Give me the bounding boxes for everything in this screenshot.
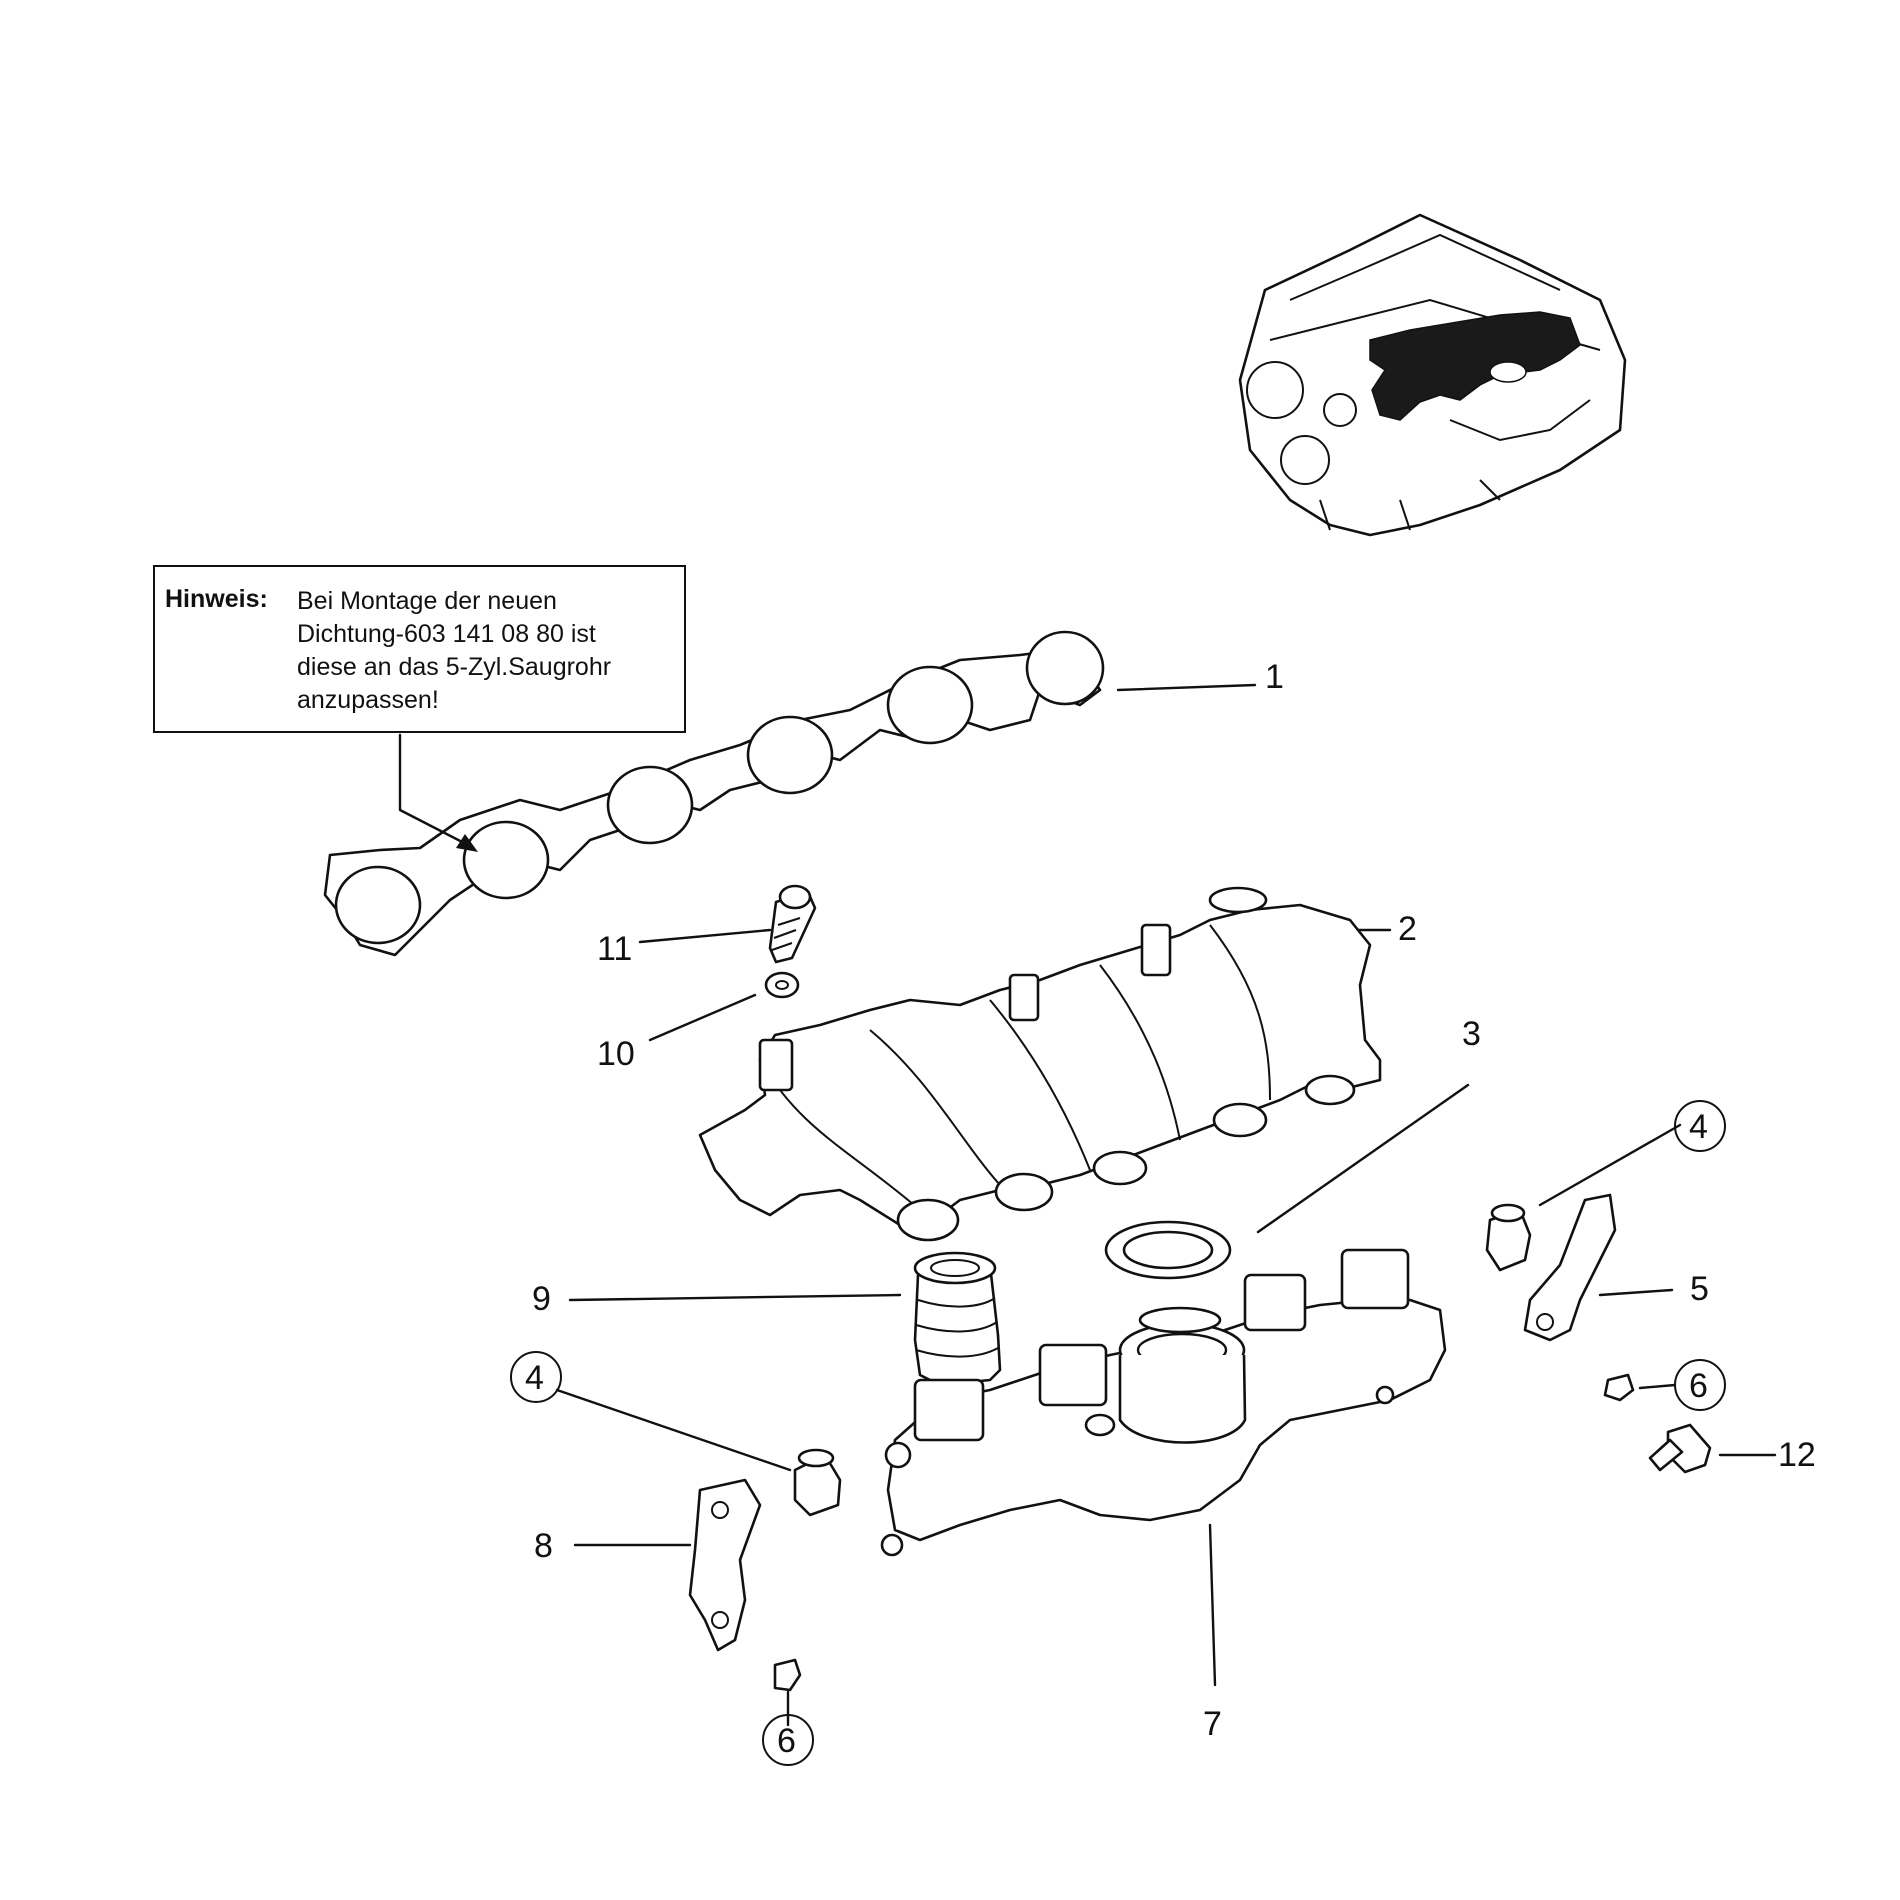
engine-overview-illustration [1238,213,1627,537]
callout-11: 11 [597,930,632,968]
callout-circle-6-right [1674,1359,1726,1411]
callout-2: 2 [1398,910,1417,948]
callout-12: 12 [1778,1436,1816,1474]
callout-4-left: 4 [525,1359,544,1397]
callout-7: 7 [1203,1705,1222,1743]
rubber-mount-4-right [1485,1123,1682,1272]
note-line: diese an das 5-Zyl.Saugrohr [297,653,612,681]
upper-intake-manifold-2 [698,886,1392,1242]
callout-6-right: 6 [1689,1367,1708,1405]
callout-3: 3 [1462,1015,1481,1053]
rubber-mount-4-left [793,1448,842,1517]
nut-6-left [773,1658,802,1727]
callout-9: 9 [532,1280,551,1318]
bracket-8 [573,1478,762,1652]
bolt-11 [768,884,817,964]
callout-circle-4-left [510,1351,562,1403]
callout-circle-4-right [1674,1100,1726,1152]
washer-10 [764,971,800,999]
note-leader-arrow [398,733,478,852]
seal-ring-3 [1104,1083,1470,1280]
lower-intake-manifold-7 [880,1248,1447,1687]
bolt-12 [1648,1423,1777,1474]
callout-circle-6-left [762,1714,814,1766]
callout-1: 1 [1265,658,1284,696]
callout-5: 5 [1690,1270,1709,1308]
callout-8: 8 [534,1527,553,1565]
note-box: Hinweis: Bei Montage der neuen Dichtung-… [153,565,686,733]
note-line: Dichtung-603 141 08 80 ist [297,620,596,648]
callout-10: 10 [597,1035,635,1073]
bracket-5 [1523,1193,1674,1342]
note-label: Hinweis: [165,585,268,613]
note-line: Bei Montage der neuen [297,587,557,615]
nut-6-right [1603,1373,1677,1402]
note-line: anzupassen! [297,686,439,714]
intake-gasket-1 [323,630,1257,957]
sleeve-9 [568,1251,1002,1387]
callout-4-right: 4 [1689,1108,1708,1146]
callout-6-left: 6 [777,1722,796,1760]
note-text: Bei Montage der neuen Dichtung-603 141 0… [297,585,611,717]
